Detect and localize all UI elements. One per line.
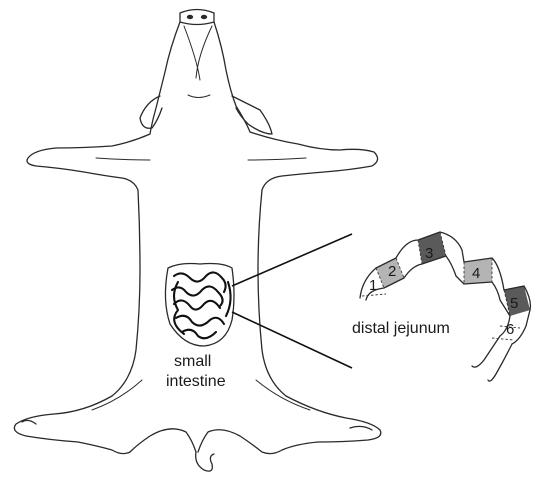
snout bbox=[180, 10, 214, 25]
nostril-right bbox=[201, 15, 207, 19]
segment-label-6: 6 bbox=[506, 321, 514, 338]
label-distal-jejunum: distal jejunum bbox=[352, 320, 450, 337]
callout-line-upper bbox=[232, 234, 352, 286]
label-intestine: intestine bbox=[166, 373, 226, 390]
segment-label-3: 3 bbox=[425, 245, 433, 262]
segment-label-4: 4 bbox=[472, 265, 480, 282]
small-intestine-in-body bbox=[165, 264, 234, 347]
callout-line-lower bbox=[232, 312, 352, 368]
segment-label-5: 5 bbox=[510, 295, 518, 312]
jejunum-detail: 1 2 3 4 5 6 bbox=[360, 232, 530, 381]
segment-label-1: 1 bbox=[369, 277, 377, 294]
label-small: small bbox=[174, 353, 211, 370]
nostril-left bbox=[187, 15, 193, 19]
piglet-outline bbox=[14, 10, 380, 472]
ear-right bbox=[232, 96, 272, 134]
ear-left bbox=[140, 96, 162, 128]
segment-label-2: 2 bbox=[388, 263, 396, 280]
tail bbox=[196, 452, 214, 471]
